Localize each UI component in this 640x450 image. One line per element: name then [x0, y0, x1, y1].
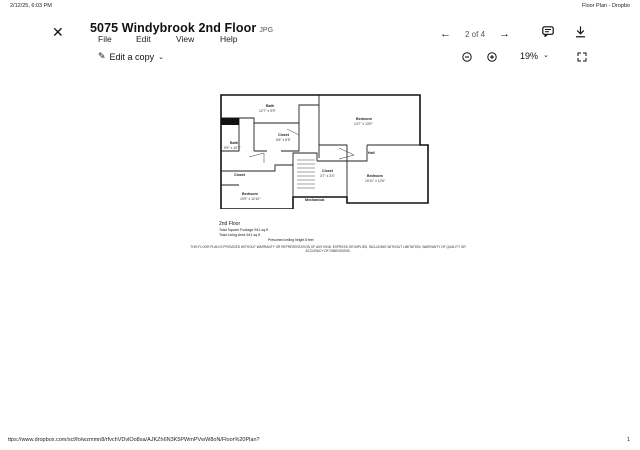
room-dims: 14'7" x 13'9"	[354, 122, 373, 126]
plan-fixture	[221, 118, 239, 125]
close-button[interactable]: ✕	[52, 24, 64, 40]
room-label: Closet	[322, 169, 334, 173]
page-navigator: ← 2 of 4 →	[440, 28, 510, 40]
edit-a-copy-label: Edit a copy	[109, 51, 155, 62]
room-label: Bedroom	[367, 174, 383, 178]
room-dims: 10'9" x 12'10"	[240, 197, 261, 201]
ceiling-height-note: Presumed ceiling height 8 feet	[268, 238, 314, 242]
menu-view[interactable]: View	[176, 34, 195, 44]
plan-disclaimer: THIS FLOOR PLAN IS PROVIDED WITHOUT WARR…	[190, 245, 466, 254]
edit-a-copy-button[interactable]: ✎ Edit a copy ⌄	[98, 51, 164, 62]
room-label: Bedroom	[242, 192, 258, 196]
plan-outer-wall	[220, 94, 429, 209]
room-label: Mechanical	[305, 198, 324, 202]
room-label: Bedroom	[356, 117, 372, 121]
floor-area-info: Total Square Footage 941 sq ft Total Liv…	[219, 228, 268, 238]
next-page-icon[interactable]: →	[499, 28, 511, 40]
menu-help[interactable]: Help	[220, 34, 238, 44]
print-page-number: 1	[626, 437, 630, 443]
room-dims: 6'6" x 6'5"	[276, 138, 292, 142]
previous-page-icon[interactable]: ←	[440, 28, 451, 40]
room-dims: 10'11" x 12'6"	[365, 179, 386, 183]
download-icon[interactable]	[575, 26, 586, 38]
room-label: Bath	[266, 104, 274, 108]
zoom-level-dropdown[interactable]: 19% ⌄	[520, 51, 549, 61]
zoom-out-icon[interactable]	[462, 52, 472, 62]
floor-plan-image: Bath 12'7" x 9'9" Bedroom 14'7" x 13'9" …	[220, 94, 429, 209]
menu-file[interactable]: File	[98, 34, 112, 44]
zoom-in-icon[interactable]	[487, 52, 497, 62]
print-date: 2/12/25, 6:03 PM	[10, 3, 52, 9]
comment-icon[interactable]	[542, 26, 554, 37]
page-count: 2 of 4	[465, 29, 486, 39]
expand-icon[interactable]	[577, 52, 587, 62]
room-label: Hall	[368, 151, 375, 155]
floor-label: 2nd Floor	[219, 221, 241, 227]
room-label: Closet	[278, 133, 290, 137]
print-url: ttps://www.dropbox.com/scl/fo/wzmmn8/rfv…	[8, 437, 260, 443]
room-label: Bath	[230, 141, 238, 145]
pencil-icon: ✎	[98, 51, 106, 61]
total-living-area: Total Living Area 941 sq ft	[219, 233, 261, 237]
plan-interior-walls	[220, 95, 420, 197]
file-name: 5075 Windybrook 2nd Floor	[90, 21, 257, 35]
menu-edit[interactable]: Edit	[136, 34, 151, 44]
chevron-down-icon: ⌄	[158, 53, 164, 61]
chevron-down-icon: ⌄	[543, 52, 549, 59]
room-dims: 12'7" x 9'9"	[259, 109, 277, 113]
print-page-title: Floor Plan - Dropbo	[582, 3, 630, 9]
total-square-footage: Total Square Footage 941 sq ft	[219, 228, 269, 232]
room-label: Closet	[234, 173, 246, 177]
zoom-level-value: 19%	[520, 51, 539, 61]
file-extension: JPG	[259, 27, 274, 34]
room-dims: 9'9" x 10'1"	[224, 146, 242, 150]
room-dims: 3'7" x 3'4"	[320, 174, 336, 178]
